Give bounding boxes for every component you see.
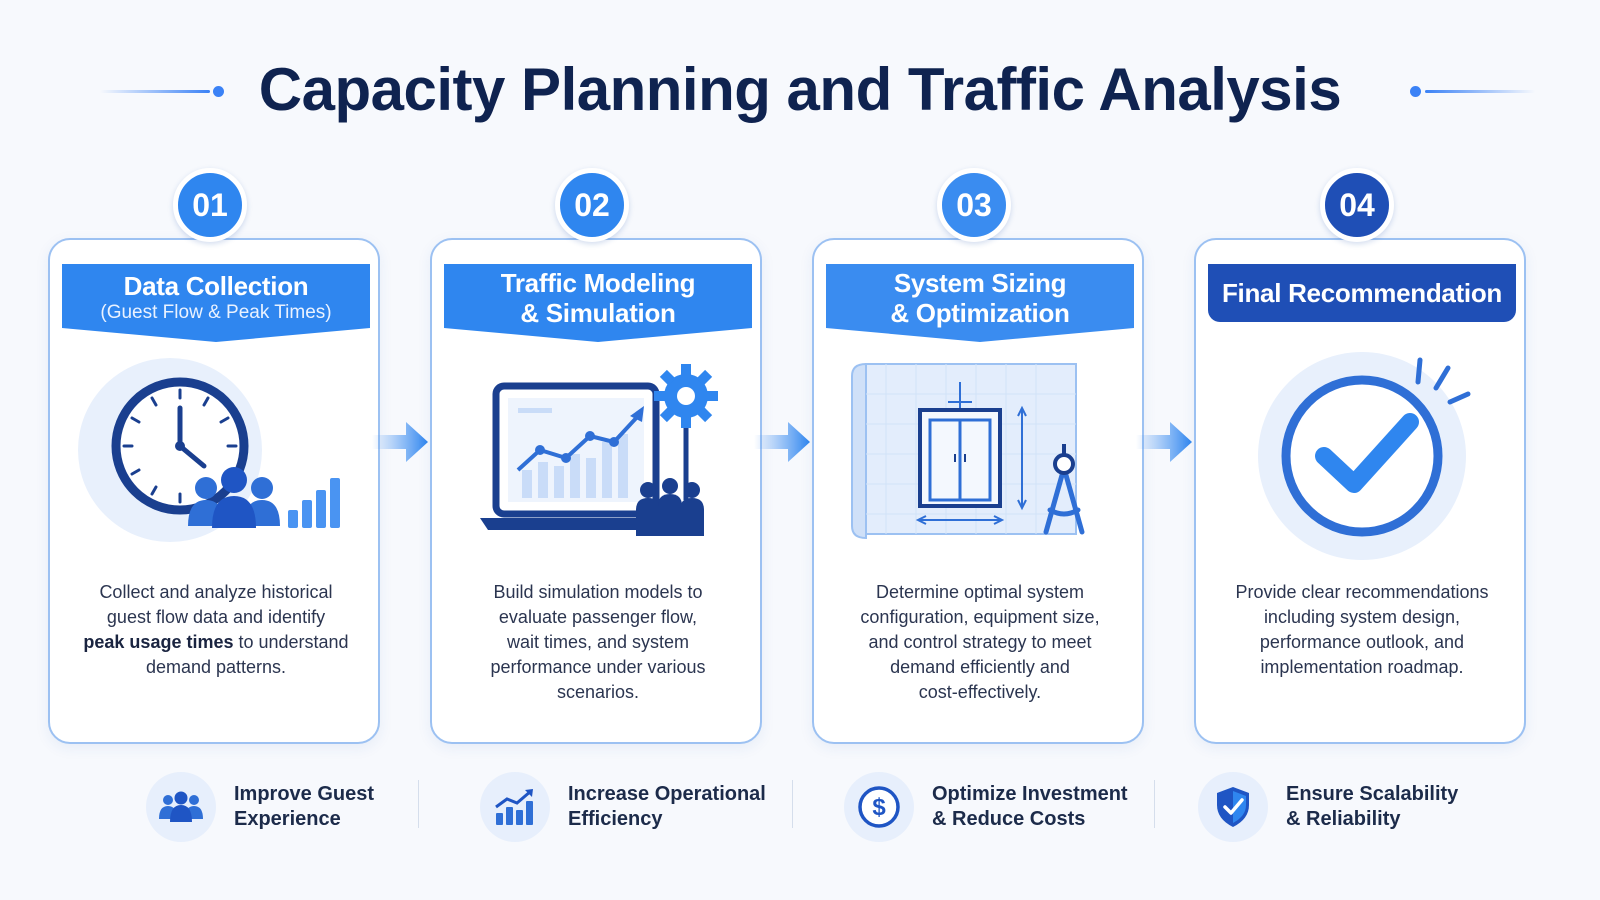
desc-line: guest flow data and identify	[106, 607, 326, 627]
step-title: Final Recommendation	[1221, 278, 1503, 308]
step-title: Traffic Modeling	[500, 268, 696, 298]
benefit-line: Experience	[234, 808, 341, 830]
title-decoration-dot-right	[1410, 86, 1421, 97]
benefit-line: & Reduce Costs	[932, 808, 1086, 830]
step-subtitle: (Guest Flow & Peak Times)	[100, 302, 332, 323]
desc-bold-text: peak usage times	[83, 632, 234, 652]
benefit-line: Improve Guest	[234, 783, 375, 805]
step-number-badge: 02	[555, 168, 629, 242]
desc-line: configuration, equipment size,	[860, 607, 1100, 627]
benefit-line: Optimize Investment	[932, 783, 1128, 805]
benefit-guest-experience: Improve Guest Experience	[146, 770, 374, 844]
benefit-optimize-investment: $ Optimize Investment & Reduce Costs	[844, 770, 1128, 844]
benefit-divider	[1154, 780, 1155, 828]
title-decoration-dot-left	[213, 86, 224, 97]
benefit-operational-efficiency: Increase Operational Efficiency	[480, 770, 766, 844]
desc-line: demand efficiently and	[890, 657, 1070, 677]
benefit-text: Improve Guest Experience	[234, 782, 374, 832]
laptop-chart-gear-icon	[480, 364, 718, 536]
growth-chart-icon	[480, 772, 550, 842]
benefit-text: Ensure Scalability & Reliability	[1286, 782, 1458, 832]
benefit-divider	[792, 780, 793, 828]
title-row: Capacity Planning and Traffic Analysis	[0, 52, 1600, 128]
benefit-line: Increase Operational	[568, 783, 766, 805]
desc-line: performance outlook, and	[1259, 632, 1465, 652]
arrow-right-icon	[754, 422, 810, 462]
clock-people-chart-icon	[78, 358, 340, 542]
benefit-line: & Reliability	[1286, 808, 1401, 830]
page-title: Capacity Planning and Traffic Analysis	[258, 56, 1342, 123]
blueprint-elevator-compass-icon	[851, 362, 1085, 540]
desc-line: Determine optimal system	[875, 582, 1085, 602]
title-decoration-right	[1425, 90, 1535, 93]
step-title: Data Collection	[123, 271, 309, 301]
step-subtitle: & Optimization	[890, 298, 1070, 328]
step-ribbon: Final Recommendation	[1208, 264, 1516, 322]
step-ribbon: Traffic Modeling & Simulation	[444, 264, 752, 342]
step-description: Collect and analyze historical guest flo…	[74, 580, 358, 680]
desc-line: Provide clear recommendations	[1235, 582, 1489, 602]
benefit-divider	[418, 780, 419, 828]
desc-line: demand patterns.	[145, 657, 287, 677]
benefit-text: Increase Operational Efficiency	[568, 782, 766, 832]
benefit-line: Ensure Scalability	[1286, 783, 1459, 805]
step-subtitle: & Simulation	[520, 298, 676, 328]
desc-line: performance under various	[490, 657, 706, 677]
step-card-traffic-modeling: Traffic Modeling & Simulation	[430, 238, 762, 744]
arrow-right-icon	[372, 422, 428, 462]
people-group-icon	[146, 772, 216, 842]
checkmark-circle-icon	[1258, 352, 1471, 560]
title-decoration-left	[100, 90, 210, 93]
step-description: Provide clear recommendations including …	[1220, 580, 1504, 680]
step-description: Build simulation models to evaluate pass…	[456, 580, 740, 705]
desc-line: and control strategy to meet	[868, 632, 1092, 652]
step-ribbon: Data Collection (Guest Flow & Peak Times…	[62, 264, 370, 342]
desc-line: Build simulation models to	[493, 582, 703, 602]
step-number-badge: 04	[1320, 168, 1394, 242]
svg-text:$: $	[872, 794, 886, 821]
step-number-badge: 01	[173, 168, 247, 242]
desc-text: to understand	[233, 632, 349, 652]
arrow-right-icon	[1136, 422, 1192, 462]
desc-line: peak usage times to understand	[74, 630, 358, 655]
desc-line: implementation roadmap.	[1260, 657, 1464, 677]
desc-line: Collect and analyze historical	[99, 582, 333, 602]
step-card-system-sizing: System Sizing & Optimization	[812, 238, 1144, 744]
benefit-line: Efficiency	[568, 808, 663, 830]
step-card-final-recommendation: Final Recommendation Provide clear recom…	[1194, 238, 1526, 744]
benefit-scalability-reliability: Ensure Scalability & Reliability	[1198, 770, 1458, 844]
step-ribbon: System Sizing & Optimization	[826, 264, 1134, 342]
desc-line: including system design,	[1263, 607, 1461, 627]
desc-line: scenarios.	[556, 682, 640, 702]
desc-line: evaluate passenger flow,	[498, 607, 698, 627]
desc-line: cost-effectively.	[918, 682, 1042, 702]
step-description: Determine optimal system configuration, …	[838, 580, 1122, 705]
step-card-data-collection: Data Collection (Guest Flow & Peak Times…	[48, 238, 380, 744]
step-title: System Sizing	[893, 268, 1067, 298]
dollar-coin-icon: $	[844, 772, 914, 842]
desc-line: wait times, and system	[506, 632, 690, 652]
step-number-badge: 03	[937, 168, 1011, 242]
shield-check-icon	[1198, 772, 1268, 842]
benefit-text: Optimize Investment & Reduce Costs	[932, 782, 1128, 832]
